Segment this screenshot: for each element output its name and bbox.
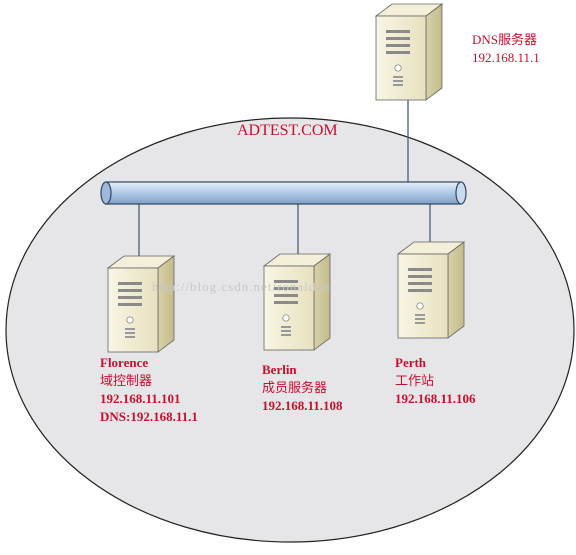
berlin-server-icon [263,253,331,351]
florence-role: 域控制器 [100,373,153,388]
perth-role: 工作站 [395,373,435,388]
domain-name: ADTEST.COM [237,122,338,139]
perth-name: Perth [395,355,427,370]
berlin-ip: 192.168.11.108 [262,398,343,413]
watermark-text: http://blog.csdn.net/ronaldah [152,279,331,294]
florence-label: Florence 域控制器 192.168.11.101 DNS:192.168… [100,354,198,426]
florence-dns: DNS:192.168.11.1 [100,409,198,424]
dns-server-ip: 192.168.11.1 [472,50,540,65]
perth-label: Perth 工作站 192.168.11.106 [395,354,476,408]
florence-ip: 192.168.11.101 [100,391,181,406]
dns-server-icon [375,3,443,101]
perth-server-icon [397,241,465,339]
berlin-name: Berlin [262,362,297,377]
florence-server-icon [107,255,175,353]
dns-server-label: DNS服务器 192.168.11.1 [472,31,540,67]
dns-server-title: DNS服务器 [472,32,538,47]
florence-name: Florence [100,355,149,370]
perth-ip: 192.168.11.106 [395,391,476,406]
berlin-label: Berlin 成员服务器 192.168.11.108 [262,361,343,415]
berlin-role: 成员服务器 [262,380,328,395]
network-bus [100,181,467,205]
